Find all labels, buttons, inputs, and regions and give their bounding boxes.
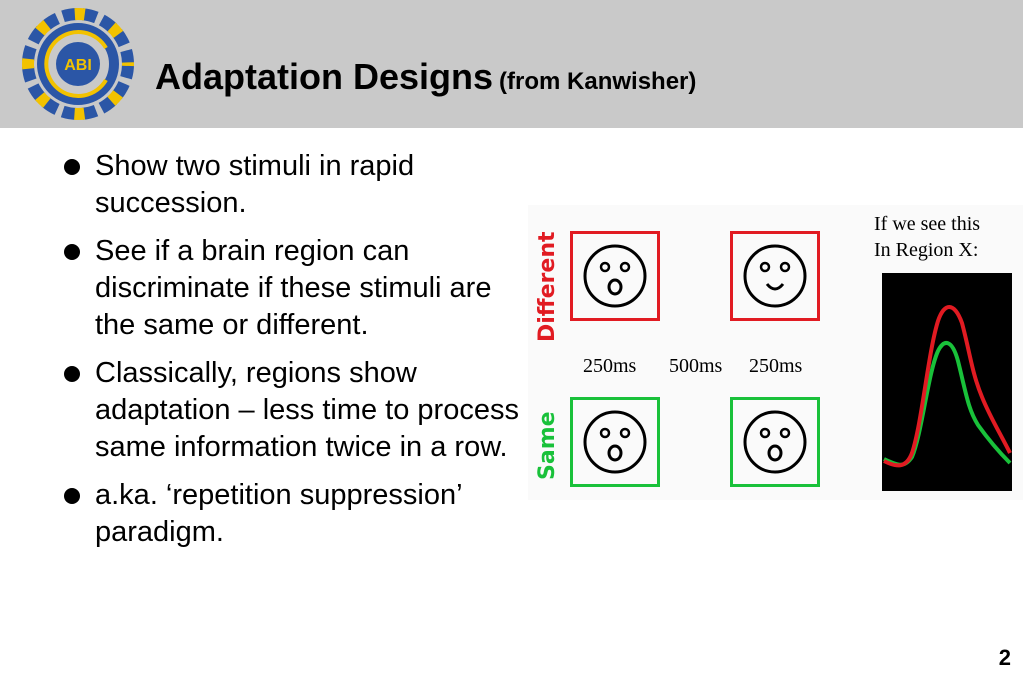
bullet-text: Classically, regions show adaptation – l… — [95, 357, 519, 463]
slide-header: ABI Adaptation Designs(from Kanwisher) — [0, 0, 1023, 128]
timing-label: 250ms — [749, 355, 803, 377]
response-plot — [882, 273, 1012, 491]
same-response-line — [883, 341, 1012, 467]
title-sub: (from Kanwisher) — [499, 68, 697, 95]
bullet-dot-icon — [64, 244, 80, 260]
stimulus-different-second — [730, 231, 820, 321]
bullet-item: a.ka. ‘repetition suppression’ paradigm. — [60, 477, 530, 551]
stimulus-same-first — [570, 397, 660, 487]
bullet-item: Classically, regions show adaptation – l… — [60, 355, 530, 466]
label-different: Different — [535, 231, 560, 343]
different-response-line — [883, 305, 1012, 468]
abi-logo: ABI — [22, 8, 134, 120]
surprised-face-icon — [583, 410, 647, 474]
region-caption: If we see this In Region X: — [874, 211, 980, 263]
bullet-item: See if a brain region can discriminate i… — [60, 233, 530, 344]
title-main: Adaptation Designs — [155, 56, 494, 97]
bullet-text: Show two stimuli in rapid succession. — [95, 150, 415, 219]
caption-line: In Region X: — [874, 239, 979, 261]
bullet-dot-icon — [64, 366, 80, 382]
timing-label: 500ms — [669, 355, 723, 377]
surprised-face-icon — [743, 410, 807, 474]
surprised-face-icon — [583, 244, 647, 308]
bullet-dot-icon — [64, 159, 80, 175]
logo-text: ABI — [64, 57, 92, 74]
bullet-dot-icon — [64, 488, 80, 504]
response-curves — [883, 305, 1012, 468]
page-title: Adaptation Designs(from Kanwisher) — [155, 56, 696, 98]
bullet-list: Show two stimuli in rapid succession. Se… — [60, 148, 530, 562]
caption-line: If we see this — [874, 213, 981, 235]
adaptation-figure: Different Same 250ms 500ms 250ms — [528, 205, 1023, 500]
smiling-face-icon — [743, 244, 807, 308]
stimulus-same-second — [730, 397, 820, 487]
bullet-item: Show two stimuli in rapid succession. — [60, 148, 530, 222]
label-same: Same — [535, 411, 560, 480]
timing-label: 250ms — [583, 355, 637, 377]
bullet-text: See if a brain region can discriminate i… — [95, 235, 492, 341]
stimulus-different-first — [570, 231, 660, 321]
bullet-text: a.ka. ‘repetition suppression’ paradigm. — [95, 479, 462, 548]
page-number: 2 — [998, 645, 1011, 670]
